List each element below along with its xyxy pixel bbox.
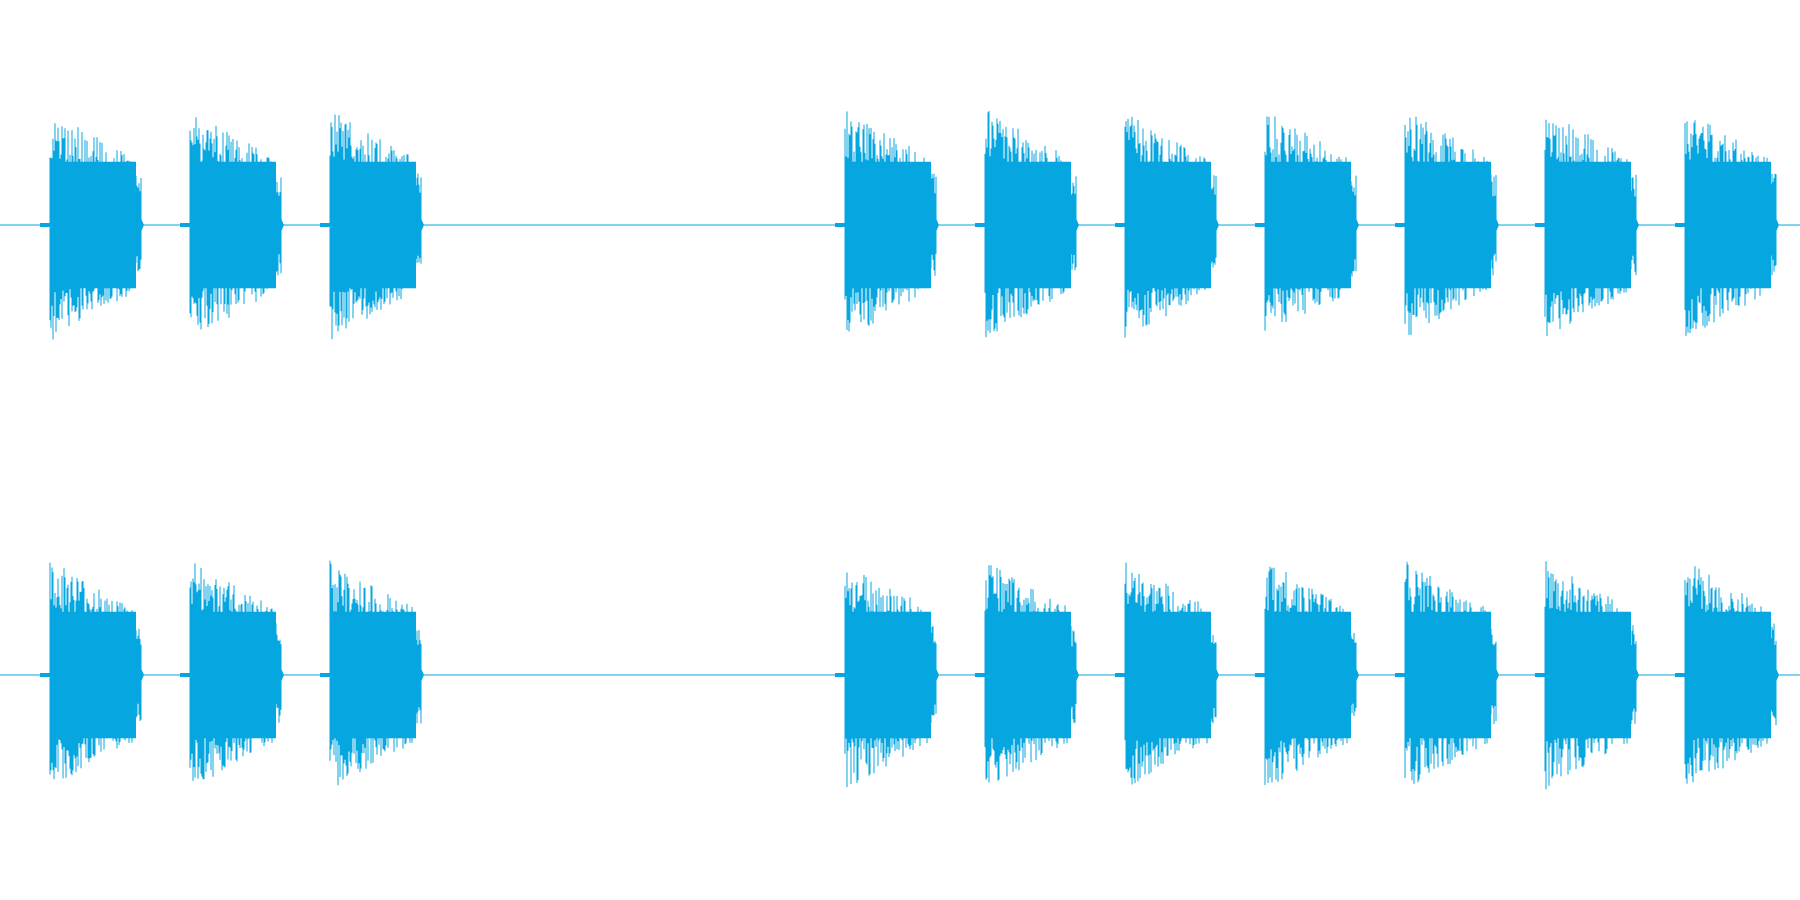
waveform-burst [1115,116,1219,338]
waveform-burst [835,572,939,788]
waveform-burst [1535,561,1639,790]
waveform-burst [975,111,1079,338]
waveform-burst [1115,562,1219,785]
waveform-burst [835,111,939,332]
waveform-burst [1255,116,1359,331]
waveform-burst [975,565,1079,783]
waveform-burst [320,560,424,786]
waveform-burst [1675,566,1779,784]
waveform-burst [40,562,144,780]
waveform-burst [1535,119,1639,336]
waveform-burst [180,117,284,330]
waveform-channel-left [0,111,1800,340]
waveform-channel-right [0,560,1800,790]
waveform-burst [1675,120,1779,336]
waveform-burst [1395,561,1499,784]
waveform-burst [1395,116,1499,335]
waveform-burst [320,114,424,340]
waveform-burst [1255,566,1359,785]
waveform-burst [180,563,284,781]
waveform-burst [40,123,144,340]
